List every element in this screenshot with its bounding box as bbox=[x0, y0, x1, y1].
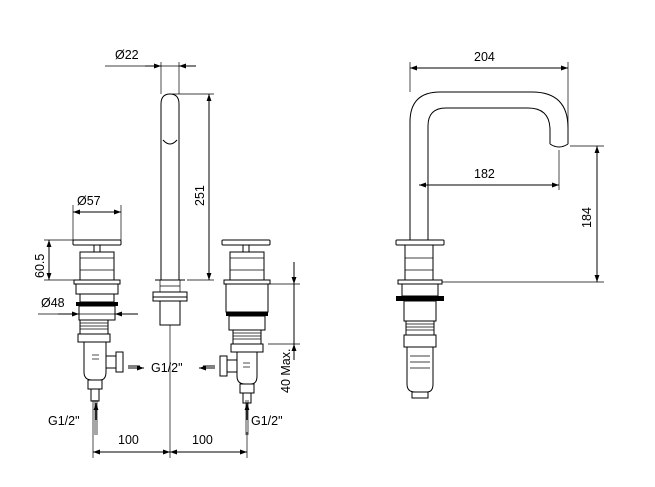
right-valve bbox=[219, 239, 271, 404]
handle-height-label: 60.5 bbox=[33, 254, 47, 278]
reach-label: 182 bbox=[474, 167, 495, 181]
dim-handle-height: 60.5 bbox=[33, 239, 74, 281]
side-spout bbox=[409, 91, 569, 240]
flange-diameter-label: Ø48 bbox=[41, 296, 65, 310]
dim-spacing: 100 100 bbox=[92, 325, 248, 458]
spacing-right-label: 100 bbox=[192, 433, 213, 447]
dim-flange-diameter: Ø48 bbox=[38, 296, 138, 317]
inlet-label-left: G1/2" bbox=[48, 414, 80, 428]
left-valve bbox=[72, 239, 124, 402]
dim-deck-thickness: 40 Max. bbox=[268, 262, 300, 393]
dim-overall-reach: 204 bbox=[409, 50, 569, 128]
inlet-label-center: G1/2" bbox=[151, 361, 183, 375]
side-view: 204 182 184 bbox=[395, 50, 604, 399]
dim-handle-diameter: Ø57 bbox=[72, 194, 122, 240]
outlet-height-label: 184 bbox=[580, 207, 594, 228]
side-body bbox=[395, 239, 445, 399]
spout-diameter-label: Ø22 bbox=[115, 48, 139, 62]
inlet-label-right: G1/2" bbox=[251, 414, 283, 428]
dim-spout-diameter: Ø22 bbox=[105, 48, 196, 94]
handle-diameter-label: Ø57 bbox=[77, 194, 101, 208]
spout-height-label: 251 bbox=[193, 185, 207, 206]
front-view: Ø22 251 Ø57 60.5 Ø48 bbox=[33, 48, 300, 458]
dim-outlet-height: 184 bbox=[442, 145, 604, 283]
spout bbox=[152, 93, 188, 326]
deck-thickness-label: 40 Max. bbox=[279, 349, 293, 393]
dim-reach: 182 bbox=[419, 150, 560, 190]
overall-reach-label: 204 bbox=[474, 50, 495, 64]
spacing-left-label: 100 bbox=[118, 433, 139, 447]
inlet-arrows bbox=[93, 365, 250, 435]
dim-spout-height: 251 bbox=[172, 93, 214, 281]
